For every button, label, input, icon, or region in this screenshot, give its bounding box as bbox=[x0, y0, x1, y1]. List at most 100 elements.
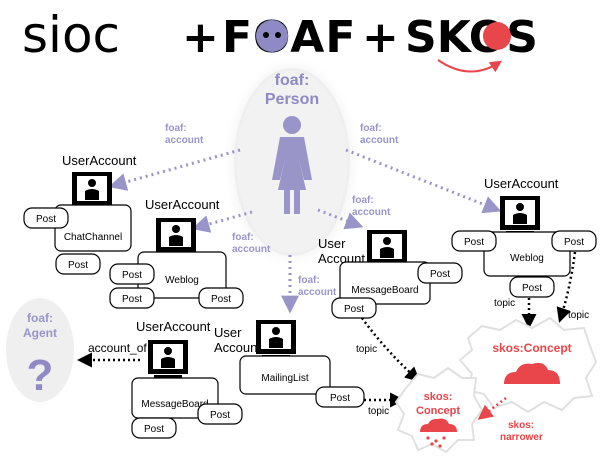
container-box bbox=[483, 231, 571, 277]
skos-narrower-relation: skos: narrower bbox=[477, 397, 543, 443]
account-title-line2: Account bbox=[214, 340, 261, 355]
post-label: Post bbox=[211, 294, 231, 305]
foaf-account-mid-2: account bbox=[352, 207, 391, 218]
foaf-logo: FOAF bbox=[222, 12, 355, 63]
topic-labels: topic topic topic topic bbox=[356, 298, 589, 417]
skos-arc-icon bbox=[437, 59, 502, 73]
post-box bbox=[23, 207, 69, 229]
skos-concept-small: skos: Concept bbox=[394, 366, 484, 454]
account-title: UserAccount bbox=[484, 176, 559, 191]
post-label: Post bbox=[330, 393, 350, 404]
account-messageboard-center: User Account MessageBoard Post Post bbox=[318, 230, 463, 319]
plus-sign-2: + bbox=[362, 12, 399, 63]
post-label: Post bbox=[430, 269, 450, 280]
post-box bbox=[315, 386, 365, 408]
post-box bbox=[551, 230, 597, 252]
topic-label-weblog-2: topic bbox=[568, 310, 589, 321]
rain-drops-icon bbox=[426, 436, 446, 448]
foaf-account-right-2: account bbox=[360, 135, 399, 146]
foaf-account-center-1: foaf: bbox=[232, 232, 254, 243]
concept-small-label-2: Concept bbox=[416, 405, 460, 417]
person-label-line2: Person bbox=[265, 91, 319, 108]
foaf-account-mid-1: foaf: bbox=[352, 195, 374, 206]
arrow-to-messageboard-account bbox=[317, 208, 364, 230]
post-label: Post bbox=[344, 304, 364, 315]
topic-label-mailinglist: topic bbox=[368, 406, 389, 417]
post-box bbox=[109, 263, 155, 285]
post-box bbox=[198, 287, 244, 309]
narrower-label-1: skos: bbox=[508, 420, 534, 431]
post-label: Post bbox=[144, 424, 164, 435]
account-title-line1: User bbox=[214, 325, 242, 340]
post-label: Post bbox=[68, 260, 88, 271]
agent-label-line1: foaf: bbox=[27, 311, 53, 325]
arrow-to-weblog-left-account bbox=[191, 210, 253, 233]
skos-dot-icon bbox=[483, 22, 511, 50]
sioc-logo: sioc bbox=[22, 6, 120, 64]
foaf-face-icon bbox=[256, 20, 288, 52]
container-box bbox=[239, 355, 331, 395]
concept-small-label-1: skos: bbox=[424, 391, 453, 403]
foaf-account-arrows bbox=[108, 148, 502, 314]
post-label: Post bbox=[564, 237, 584, 248]
account-title: UserAccount bbox=[145, 197, 220, 212]
post-label: Post bbox=[522, 283, 542, 294]
foaf-person: foaf: Person bbox=[234, 68, 350, 256]
post-box bbox=[109, 287, 155, 309]
container-label: ChatChannel bbox=[64, 232, 122, 243]
container-label: MessageBoard bbox=[141, 399, 208, 410]
topic-label-weblog: topic bbox=[494, 298, 515, 309]
skos-logo: SKOS bbox=[405, 12, 538, 73]
skos-concept-big: skos:Concept bbox=[458, 316, 598, 414]
topic-arrow-messageboard bbox=[360, 317, 421, 383]
foaf-account-low-2: account bbox=[298, 287, 337, 298]
foaf-account-left-2: account bbox=[165, 135, 204, 146]
container-label: Weblog bbox=[510, 253, 544, 264]
post-box bbox=[331, 297, 377, 319]
container-box bbox=[131, 377, 219, 419]
account-title-line1: User bbox=[318, 236, 346, 251]
skos-logo-text: SKOS bbox=[405, 12, 538, 63]
foaf-account-labels: foaf: account foaf: account foaf: accoun… bbox=[165, 123, 399, 298]
question-mark-icon: ? bbox=[27, 351, 54, 400]
container-label: Weblog bbox=[165, 275, 199, 286]
person-label-line1: foaf: bbox=[275, 72, 310, 89]
plus-sign-1: + bbox=[182, 12, 219, 63]
post-label: Post bbox=[464, 237, 484, 248]
account-messageboard-bottom: UserAccount MessageBoard Post Post bbox=[131, 319, 243, 439]
post-label: Post bbox=[122, 294, 142, 305]
narrower-label-2: narrower bbox=[500, 432, 543, 443]
foaf-account-left-1: foaf: bbox=[165, 123, 187, 134]
container-label: MailingList bbox=[261, 373, 308, 384]
concept-big-label: skos:Concept bbox=[492, 341, 571, 355]
account-mailinglist: User Account MailingList Post bbox=[214, 320, 365, 408]
foaf-agent: foaf: Agent ? bbox=[6, 298, 74, 402]
arrow-to-chat-account bbox=[108, 148, 241, 191]
cloud-icon bbox=[504, 362, 560, 384]
foaf-account-right-1: foaf: bbox=[360, 123, 382, 134]
post-box bbox=[131, 417, 177, 439]
topic-arrows bbox=[360, 251, 577, 408]
header: sioc + FOAF + SKOS bbox=[22, 6, 538, 73]
account-of-relation: account_of bbox=[77, 341, 147, 368]
post-box bbox=[509, 276, 555, 298]
post-box bbox=[55, 253, 101, 275]
account-chat: UserAccount ChatChannel Post Post bbox=[23, 153, 137, 275]
agent-label-line2: Agent bbox=[23, 326, 57, 340]
account-of-label: account_of bbox=[88, 341, 147, 355]
post-label: Post bbox=[210, 410, 230, 421]
topic-arrow-weblog-right-post bbox=[556, 251, 577, 323]
post-label: Post bbox=[36, 214, 56, 225]
account-title: UserAccount bbox=[62, 153, 137, 168]
foaf-account-center-2: account bbox=[232, 244, 271, 255]
sioc-logo-text: sioc bbox=[22, 6, 120, 64]
person-icon bbox=[272, 116, 312, 214]
post-box bbox=[197, 403, 243, 425]
account-weblog-right: UserAccount Weblog Post Post Post bbox=[451, 176, 597, 298]
post-box bbox=[451, 230, 497, 252]
account-title: UserAccount bbox=[136, 319, 211, 334]
monitor-icon bbox=[148, 340, 188, 383]
foaf-account-low-1: foaf: bbox=[298, 275, 320, 286]
topic-label-messageboard: topic bbox=[356, 344, 377, 355]
account-weblog-left: UserAccount Weblog Post Post Post bbox=[109, 197, 244, 309]
